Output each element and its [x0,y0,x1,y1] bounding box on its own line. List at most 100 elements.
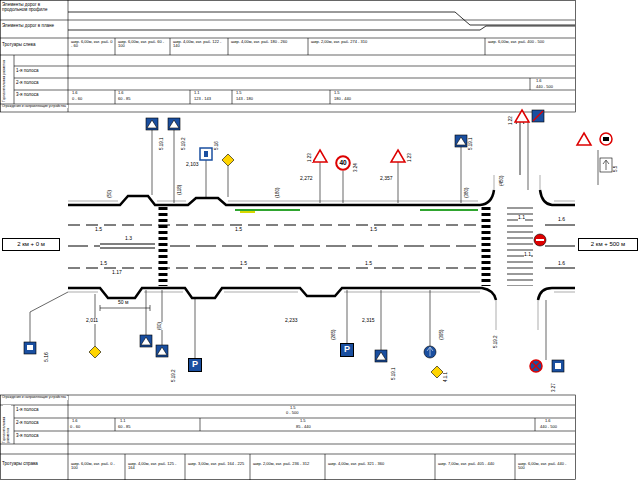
label-text: 2,272 [300,176,313,182]
km-box: 2 км + 0 м [2,238,60,251]
label-text: 1.5 [365,261,372,267]
label-text: 3.27 [552,383,557,392]
label-text: шир. 4,00м, кат. раб. 125 - 164 [128,462,182,471]
road-edge [68,190,575,300]
label-text: 180 - 440 [334,97,351,101]
node-text: P [344,345,350,355]
node-text: 40 [339,159,346,166]
label-text: 5.19.2 [172,369,177,382]
label-text: шир. 3,00м, кат. раб. 164 - 225 [188,462,246,466]
road-sign [146,110,612,172]
label-text: 5.19.1 [392,367,397,380]
label-text: 50 м [118,300,128,306]
guard-line [235,209,478,211]
label-text: 2-я полоса [16,421,38,426]
label-text: (450) [500,175,505,186]
label-text: 1.6 [536,79,542,83]
sign-ring [336,156,350,170]
label-text: 5.19.1 [160,137,165,150]
guard-line [240,211,255,213]
label-text: шир. 4,00м, кат. раб. 180 - 260 [231,40,306,44]
dimension-line [100,305,150,311]
label-text: (380) [465,187,470,198]
label-text: 1.5 [100,261,107,267]
label-text: 85 - 440 [296,425,311,429]
label-text: 1-я полоса [16,69,38,74]
label-text: 1.1 [194,91,200,95]
label-text: 1.5 [290,406,296,410]
label-text: 5.19.2 [182,137,187,150]
label-text: (180) [276,187,281,198]
label-text: 123 - 143 [194,97,211,101]
label-text: 0 - 500 [286,411,298,415]
label-text: 1.3 [125,236,132,242]
label-text: 1.22 [509,116,514,125]
node-text: 2 км + 0 м [17,241,45,248]
label-text: 2,233 [285,318,298,324]
label-text: 440 - 500 [540,425,557,429]
label-text: Тротуары справа [2,462,66,467]
label-text: 440 - 500 [536,85,553,89]
label-text: 1.5 [370,227,377,233]
label-text: Ограждения и направляющие устройства [2,396,68,400]
label-text: (265) [332,329,337,340]
label-text: 1.5 [95,227,102,233]
label-text: Элементы дорог в продольном профиле [2,3,66,13]
label-text: 60 - 85 [118,97,130,101]
label-text: 1.5 [300,419,306,423]
label-text: 3-я полоса [16,434,38,439]
bottom-table [0,395,576,480]
label-text: 1.6 [545,419,551,423]
label-text: 1.6 [72,91,78,95]
label-text: 1.17 [112,270,122,276]
crosswalk [163,207,520,286]
label-text: 3-я полоса [16,93,38,98]
label-text: (395) [440,329,445,340]
label-text: 1.1 [518,215,525,221]
side-road [516,116,524,175]
label-text: шир. 6,00м, кат. раб. 0 - 60 [71,40,113,49]
label-text: шир. 2,00м, кат. раб. 274 - 310 [311,40,386,44]
label-text: 1.1 [524,252,531,258]
label-text: 2,357 [380,176,393,182]
label-text: 0 - 60 [72,97,82,101]
label-text: 2,103 [186,162,199,168]
road-sign [24,234,564,378]
label-text: 2,315 [362,318,375,324]
label-text: 1.5 [240,261,247,267]
label-text: 143 - 180 [236,97,253,101]
label-text: 2,011 [86,318,98,324]
top-table [0,0,576,112]
label-text: 1.5 [236,91,242,95]
label-text: Элементы дорог в плане [2,24,66,29]
label-text: Горизонтальная разметка [3,56,7,102]
parking-sign: P [188,358,202,372]
lane-marking [68,225,575,268]
label-text: (118) [178,185,183,195]
label-text: 1-я полоса [16,408,38,413]
label-text: Ограждения и направляющие устройства [2,105,68,109]
km-box: 2 км + 500 м [578,238,638,251]
label-text: Тротуары слева [2,43,66,48]
curb-line [68,175,575,330]
label-text: 1.6 [558,261,565,267]
label-text: 0 - 60 [70,425,80,429]
label-text: 1.1 [120,419,126,423]
label-text: 2-я полоса [16,81,38,86]
label-text: 5.5 [614,166,619,172]
label-text: шир. 4,00м, кат. раб. 321 - 360 [328,462,428,466]
label-text: 5.19.1 [469,137,474,150]
label-text: (60) [158,322,163,330]
label-text: шир. 6,00м, кат. раб. 440 - 500 [518,462,572,471]
label-text: Горизонтальная разметка [3,405,11,443]
label-text: 1.23 [308,153,313,162]
label-text: 5.19.2 [494,335,499,348]
label-text: шир. 6,00м, кат. раб. 400 - 500 [488,40,572,44]
label-text: 5.16 [44,352,50,362]
label-text: 1.6 [72,419,78,423]
label-text: шир. 6,00м, кат. раб. 0 - 100 [71,462,121,471]
node-text: P [192,360,198,370]
node-text: 2 км + 500 м [591,241,625,248]
